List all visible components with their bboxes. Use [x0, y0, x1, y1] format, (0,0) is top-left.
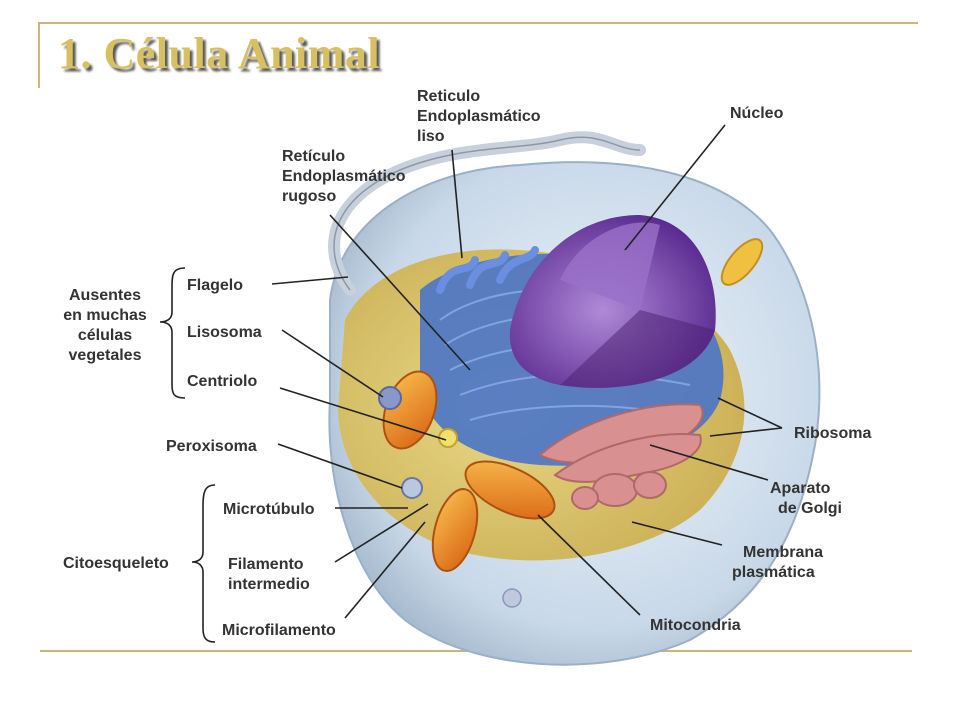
braces	[159, 267, 216, 643]
label-mitocondria: Mitocondria	[650, 617, 741, 634]
label-line: Retículo	[282, 148, 346, 165]
peroxisome	[401, 477, 423, 499]
label-flagelo: Flagelo	[187, 277, 244, 294]
brace-ausentes	[159, 267, 186, 399]
brace-citoesqueleto	[191, 484, 216, 643]
label-line: intermedio	[228, 576, 310, 593]
label-microtubulo: Microtúbulo	[223, 501, 315, 518]
label-line: células	[77, 327, 133, 344]
frame-top-line	[38, 22, 918, 24]
label-reticulo-liso: Reticulo Endoplasmático liso	[417, 87, 541, 147]
label-reticulo-rugoso: Retículo Endoplasmático rugoso	[282, 147, 406, 207]
label-ribosoma: Ribosoma	[794, 425, 872, 442]
label-line: de Golgi	[778, 500, 842, 517]
label-citoesqueleto: Citoesqueleto	[63, 555, 169, 572]
label-line: Endoplasmático	[417, 108, 541, 125]
label-peroxisoma: Peroxisoma	[166, 438, 257, 455]
label-membrana-plasmatica: Membrana plasmática	[728, 543, 838, 583]
label-line: Reticulo	[417, 88, 481, 105]
leader-lines	[271, 124, 783, 619]
label-nucleo: Núcleo	[730, 105, 784, 122]
label-lisosoma: Lisosoma	[187, 324, 262, 341]
label-line: rugoso	[282, 188, 337, 205]
lysosome	[378, 386, 402, 410]
label-line: liso	[417, 128, 445, 145]
label-line: plasmática	[732, 564, 815, 581]
label-line: Aparato	[770, 480, 831, 497]
label-ausentes: Ausentes en muchas células vegetales	[50, 286, 160, 366]
label-line: vegetales	[68, 347, 142, 364]
label-line: Filamento	[228, 556, 304, 573]
label-filamento-intermedio: Filamento intermedio	[228, 555, 310, 595]
frame-left-line	[38, 22, 40, 88]
mitochondria-group	[382, 238, 764, 572]
label-microfilamento: Microfilamento	[222, 622, 336, 639]
label-line: Endoplasmático	[282, 168, 406, 185]
label-line: Ausentes	[68, 287, 142, 304]
page-title: 1. Célula Animal	[58, 29, 381, 78]
label-aparato-golgi: Aparato de Golgi	[760, 479, 860, 519]
label-centriolo: Centriolo	[187, 373, 258, 390]
label-line: Membrana	[742, 544, 824, 561]
label-line: en muchas	[63, 307, 147, 324]
